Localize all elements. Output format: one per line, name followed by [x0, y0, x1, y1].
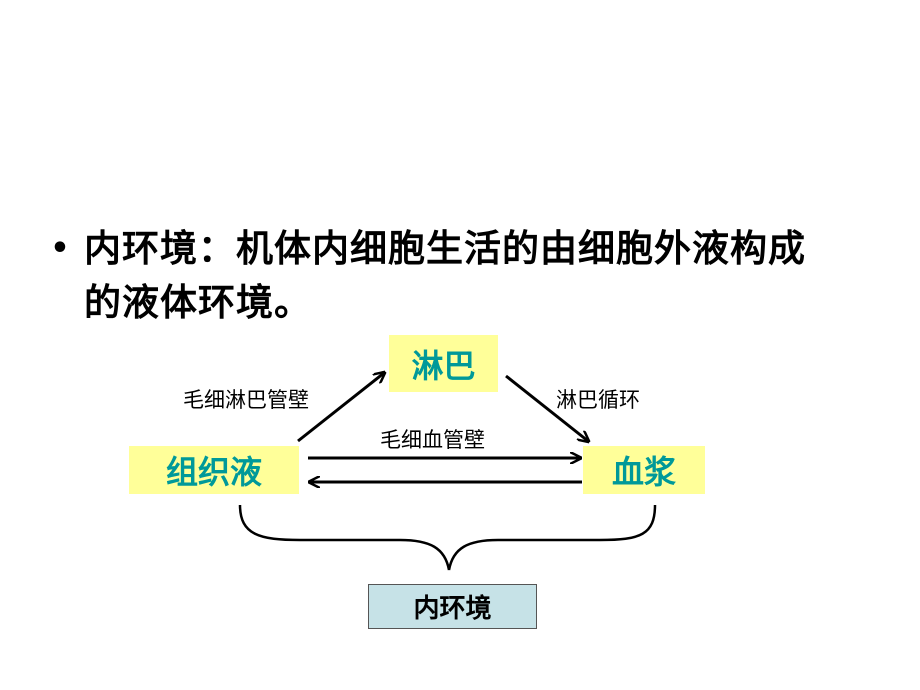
arrow-lymph-to-plasma	[505, 374, 588, 441]
grouping-brace	[238, 504, 657, 571]
arrow-tissue-to-lymph	[297, 373, 384, 443]
label-lymph-circulation: 淋巴循环	[556, 388, 640, 412]
label-blood-capillary-wall: 毛细血管壁	[380, 428, 485, 452]
bullet-line-1: 内环境：机体内细胞生活的由细胞外液构成	[84, 227, 806, 270]
node-plasma: 血浆	[583, 446, 705, 494]
bullet-dot: •	[50, 231, 70, 266]
label-lymph-capillary-wall: 毛细淋巴管壁	[183, 388, 309, 412]
bullet-text: 内环境：机体内细胞生活的由细胞外液构成 的液体环境。	[84, 222, 904, 330]
bullet-line-2: 的液体环境。	[84, 281, 312, 324]
node-tissue-fluid: 组织液	[129, 446, 299, 494]
node-lymph: 淋巴	[389, 335, 498, 392]
internal-environment-box: 内环境	[368, 584, 537, 629]
